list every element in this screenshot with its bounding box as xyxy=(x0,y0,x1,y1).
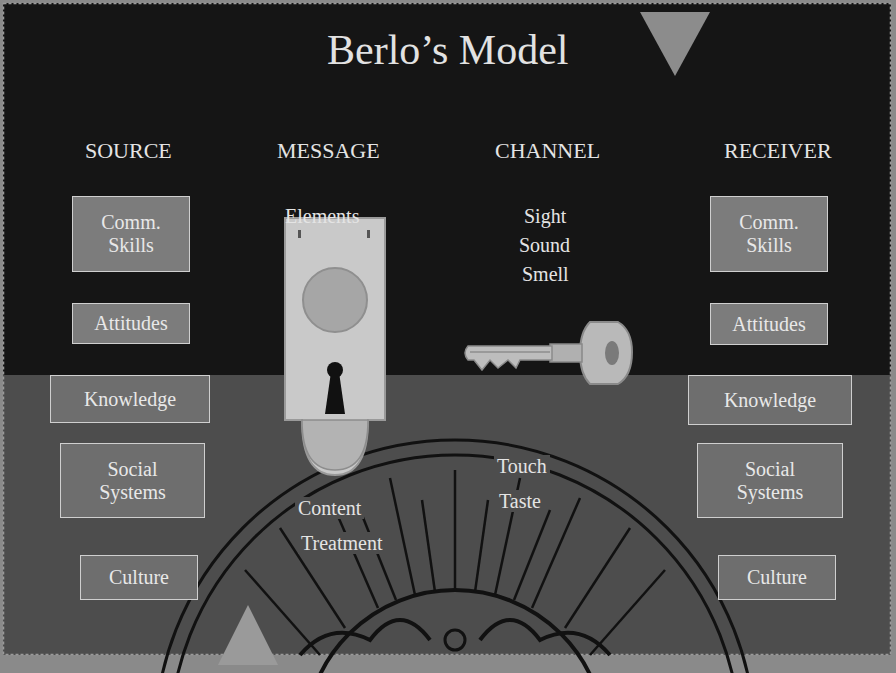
channel-item: Taste xyxy=(496,490,544,512)
component-box: Comm. Skills xyxy=(710,196,828,272)
message-item: Treatment xyxy=(298,532,385,554)
lock-plate xyxy=(285,218,385,475)
component-box: Knowledge xyxy=(688,375,852,425)
column-heading: CHANNEL xyxy=(495,139,600,163)
slide-title: Berlo’s Model xyxy=(327,27,568,73)
column-heading: SOURCE xyxy=(85,139,172,163)
box-label: Culture xyxy=(747,566,807,589)
component-box: Culture xyxy=(80,555,198,600)
channel-item: Touch xyxy=(494,455,550,477)
dashed-border xyxy=(4,4,891,655)
box-label: Comm. Skills xyxy=(81,211,181,257)
message-item: Elements xyxy=(285,205,359,227)
nav-triangle xyxy=(640,12,710,76)
box-label: Social Systems xyxy=(710,458,830,504)
column-heading: RECEIVER xyxy=(724,139,832,163)
component-box: Knowledge xyxy=(50,375,210,423)
box-label: Knowledge xyxy=(724,389,816,412)
component-box: Social Systems xyxy=(60,443,205,518)
component-box: Social Systems xyxy=(697,443,843,518)
key-illustration xyxy=(465,322,632,384)
grey-ground xyxy=(3,375,891,655)
box-label: Social Systems xyxy=(73,458,193,504)
box-label: Culture xyxy=(109,566,169,589)
box-label: Attitudes xyxy=(94,312,167,335)
seal-watermark xyxy=(155,440,755,673)
channel-item: Smell xyxy=(522,263,569,285)
component-box: Attitudes xyxy=(72,303,190,344)
dark-ground xyxy=(3,3,891,375)
component-box: Attitudes xyxy=(710,303,828,345)
component-box: Comm. Skills xyxy=(72,196,190,272)
nav-triangle xyxy=(218,605,278,665)
channel-item: Sight xyxy=(524,205,566,227)
box-label: Comm. Skills xyxy=(719,211,819,257)
box-label: Knowledge xyxy=(84,388,176,411)
box-label: Attitudes xyxy=(732,313,805,336)
channel-item: Sound xyxy=(519,234,570,256)
component-box: Culture xyxy=(718,555,836,600)
message-item: Content xyxy=(295,497,364,519)
column-heading: MESSAGE xyxy=(277,139,380,163)
